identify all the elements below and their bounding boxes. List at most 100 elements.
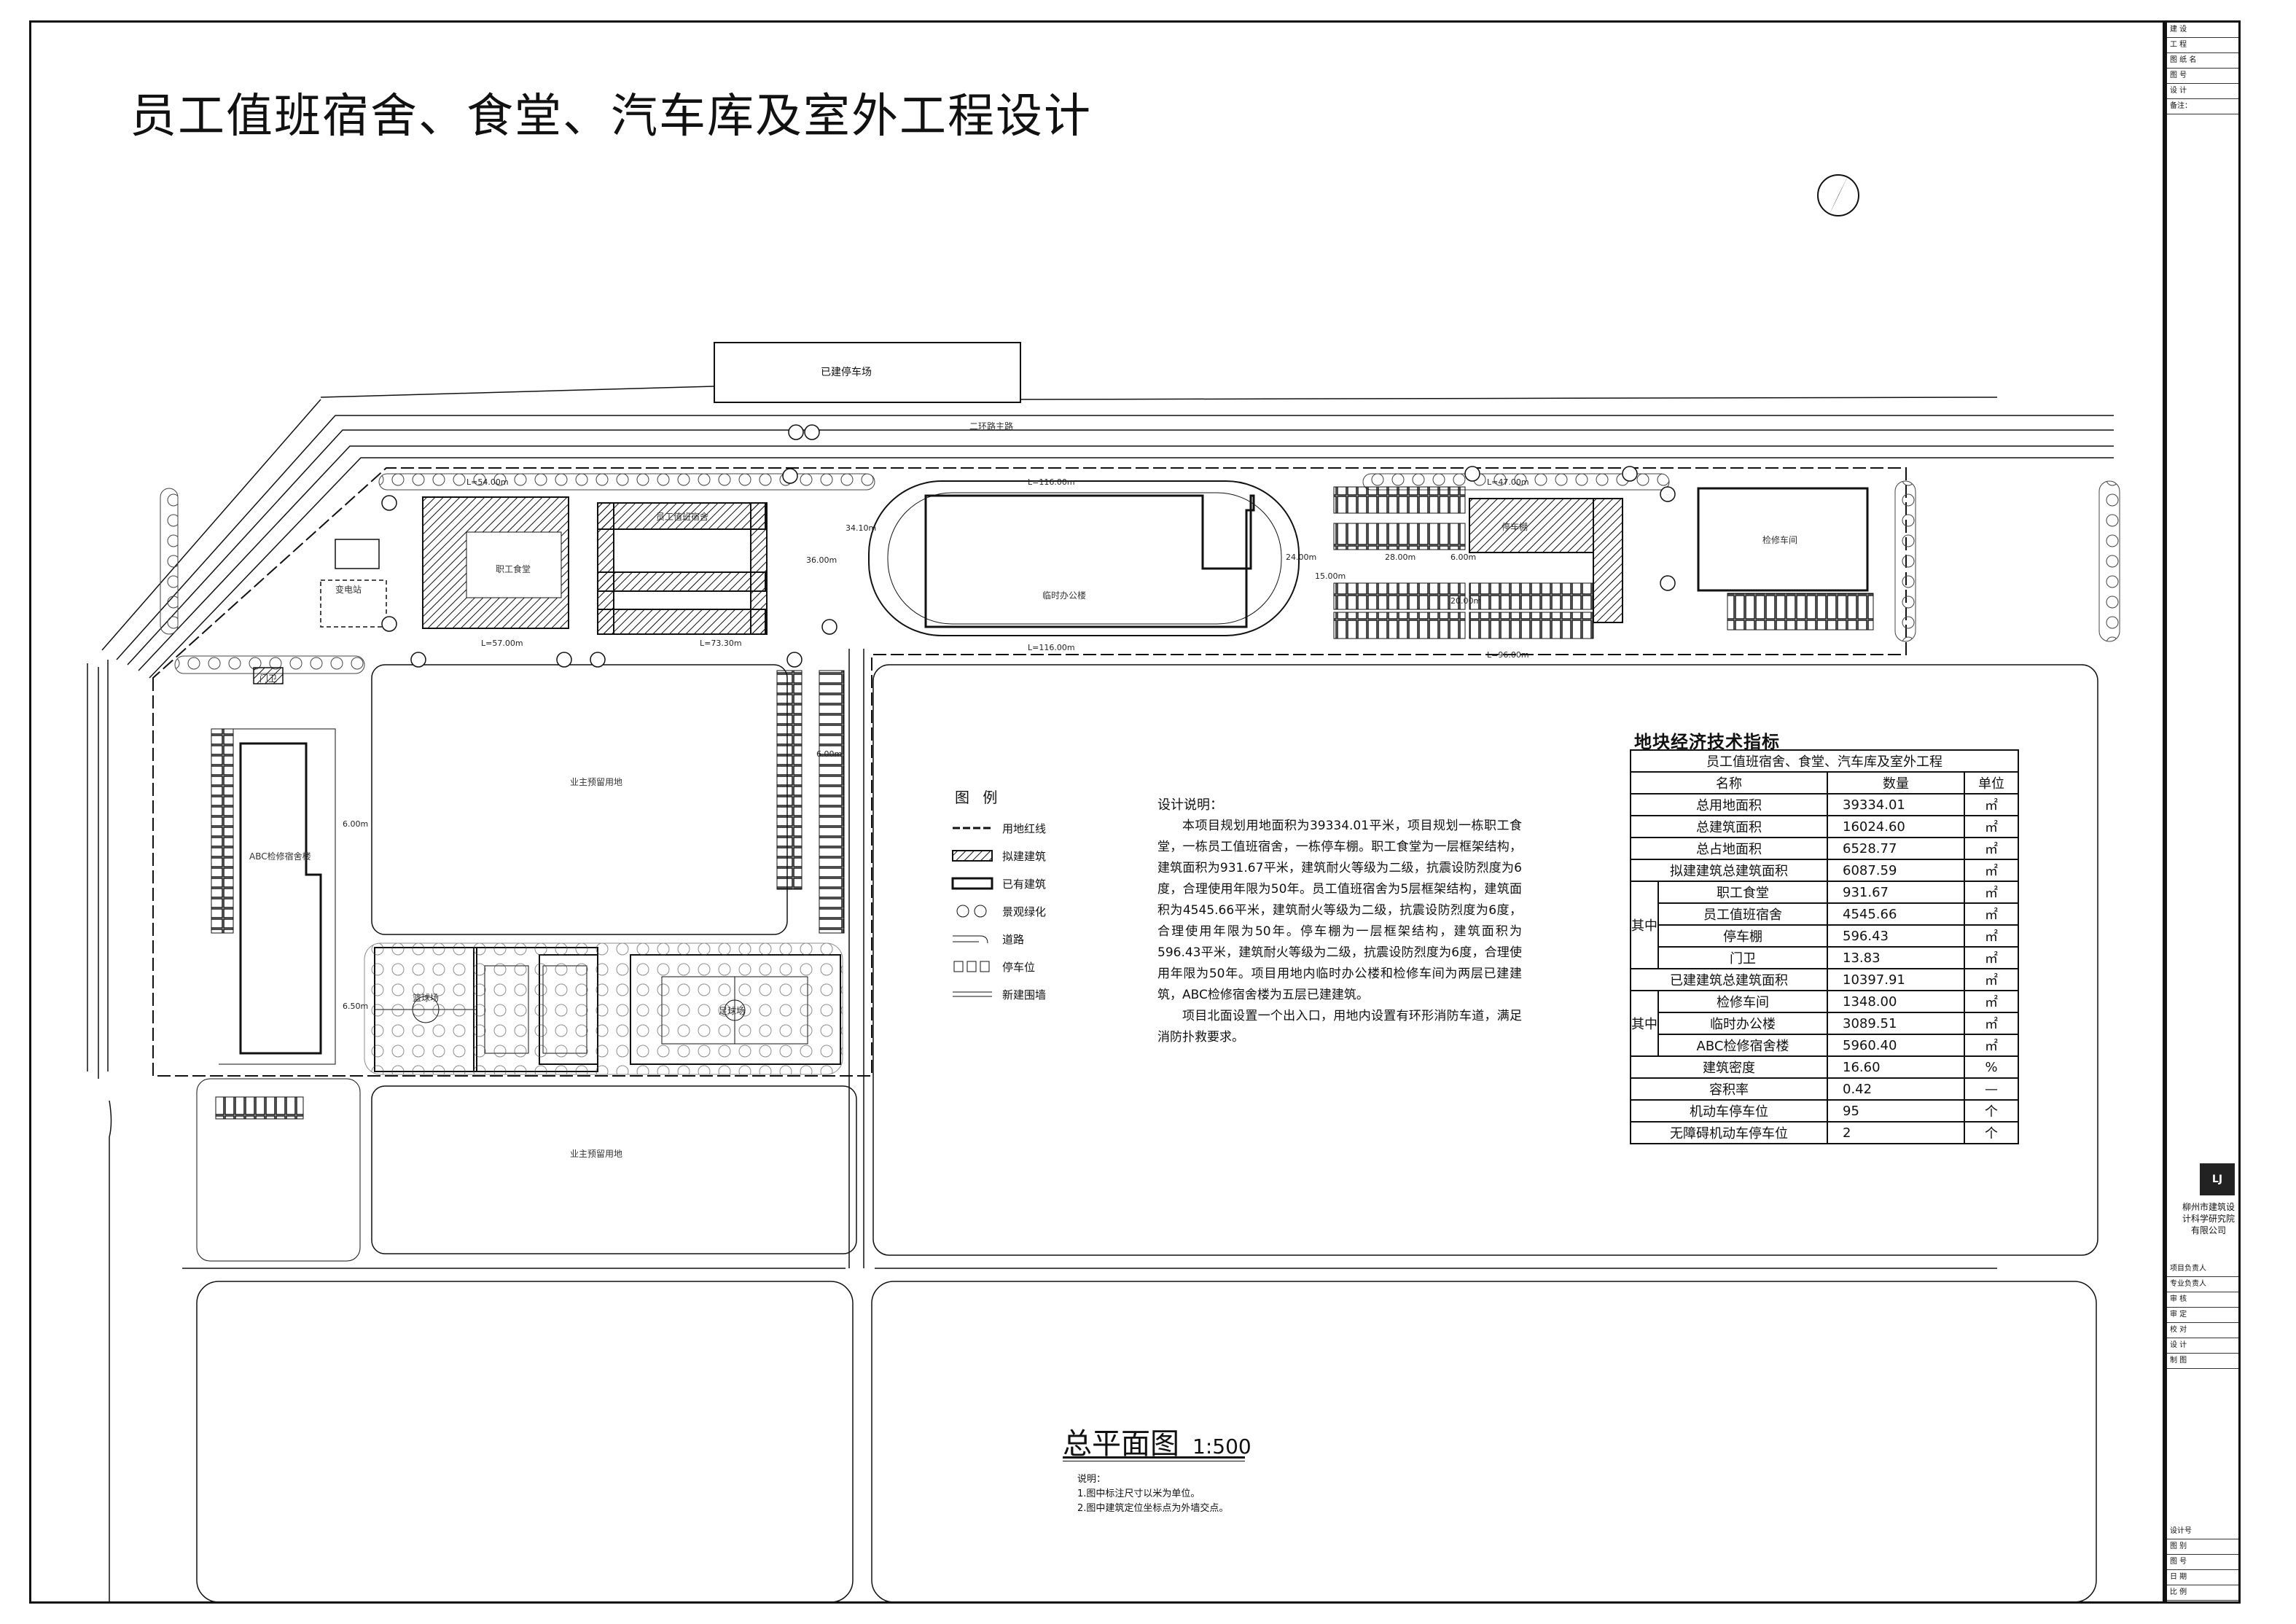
reserve-lot bbox=[196, 1281, 854, 1603]
basketball-label: 篮球场 bbox=[413, 993, 440, 1003]
table-row: 总建筑面积 16024.60 ㎡ bbox=[1630, 815, 2019, 838]
title-block-cell: 校 对 bbox=[2167, 1323, 2238, 1338]
design-notes-paragraph: 本项目规划用地面积为39334.01平米，项目规划一栋职工食堂，一栋员工值班宿舍… bbox=[1157, 819, 1522, 1002]
title-block-cell: 图 纸 名 bbox=[2167, 53, 2238, 69]
road-lines bbox=[87, 386, 2114, 1604]
green-belt bbox=[160, 488, 179, 635]
road-label: 二环路主路 bbox=[969, 421, 1014, 432]
legend-item: 用地红线 bbox=[951, 814, 1097, 842]
bottom-notes-line: 1.图中标注尺寸以米为单位。 bbox=[1077, 1488, 1200, 1499]
abc-dorm-label: ABC检修宿舍楼 bbox=[249, 851, 311, 862]
garage-building bbox=[1469, 498, 1594, 553]
green-belt bbox=[378, 473, 875, 491]
repair-hall-label: 检修车间 bbox=[1762, 535, 1798, 545]
table-row: 容积率 0.42 — bbox=[1630, 1077, 2019, 1101]
legend: 图 例 用地红线 拟建建筑 已有建筑 景观绿化 道路 停车位 新建围墙 bbox=[951, 786, 1097, 1008]
reserve-lot bbox=[371, 664, 788, 935]
plan-scale: 1:500 bbox=[1192, 1434, 1252, 1459]
econ-header: 单位 bbox=[1964, 771, 2019, 795]
reserve-lot bbox=[371, 1085, 857, 1254]
design-notes: 设计说明： 本项目规划用地面积为39334.01平米，项目规划一栋职工食堂，一栋… bbox=[1157, 795, 1522, 1048]
green-belt bbox=[2098, 480, 2120, 642]
title-block-cell: 审 定 bbox=[2167, 1308, 2238, 1323]
reserve-label-1: 业主预留用地 bbox=[570, 777, 623, 787]
dim-label: 28.00m bbox=[1385, 553, 1416, 562]
existing-parking-outline bbox=[714, 342, 1021, 403]
dim-label: 36.00m bbox=[806, 555, 837, 565]
table-row: 总占地面积 6528.77 ㎡ bbox=[1630, 837, 2019, 860]
dim-label: L=96.00m bbox=[1487, 650, 1529, 660]
legend-item: 已有建筑 bbox=[951, 870, 1097, 897]
legend-item: 停车位 bbox=[951, 953, 1097, 980]
table-row: 员工值班宿舍 4545.66 ㎡ bbox=[1631, 902, 2019, 926]
ring-road bbox=[868, 480, 1300, 636]
repair-hall-building bbox=[1697, 487, 1869, 592]
company-name: 柳州市建筑设计科学研究院有限公司 bbox=[2182, 1202, 2235, 1235]
company-logo: LJ bbox=[2200, 1163, 2235, 1195]
title-block-cell: 设 计 bbox=[2167, 84, 2238, 99]
dim-label: L=57.00m bbox=[481, 639, 523, 648]
dim-label: 34.10m bbox=[846, 523, 877, 533]
dim-label: 6.00m bbox=[343, 819, 369, 829]
redline-icon bbox=[953, 827, 992, 829]
bottom-notes-heading: 说明： bbox=[1077, 1474, 1106, 1485]
table-row: 停车棚 596.43 ㎡ bbox=[1631, 924, 2019, 948]
title-block-cell: 建 设 bbox=[2167, 23, 2238, 38]
table-row: 已建建筑总建筑面积 10397.91 ㎡ bbox=[1630, 968, 2019, 991]
plan-title-underline bbox=[1063, 1456, 1245, 1459]
design-notes-heading: 设计说明： bbox=[1157, 797, 1223, 813]
title-block-cell: 设计号 bbox=[2167, 1524, 2238, 1539]
temp-office-building bbox=[924, 494, 1255, 628]
table-row: 临时办公楼 3089.51 ㎡ bbox=[1631, 1012, 2019, 1035]
football-label: 足球场 bbox=[719, 1006, 746, 1016]
title-block-cell: 设 计 bbox=[2167, 1338, 2238, 1354]
title-block-cell: 日 期 bbox=[2167, 1570, 2238, 1585]
dormitory-building bbox=[597, 502, 768, 635]
drawing-title: 员工值班宿舍、食堂、汽车库及室外工程设计 bbox=[130, 90, 1092, 144]
site-redline bbox=[152, 467, 1907, 1077]
dim-label: L=54.00m bbox=[466, 477, 509, 487]
dim-label: L=116.00m bbox=[1028, 643, 1075, 652]
dim-label: 24.00m bbox=[1286, 553, 1317, 562]
title-block-cell: 制 图 bbox=[2167, 1354, 2238, 1369]
econ-header: 名称 bbox=[1630, 771, 1828, 795]
title-block-cell: 工 程 bbox=[2167, 38, 2238, 53]
legend-item: 拟建建筑 bbox=[951, 842, 1097, 870]
dim-label: 6.50m bbox=[343, 1002, 369, 1011]
table-row: 无障碍机动车停车位 2 个 bbox=[1630, 1121, 2019, 1144]
dim-label: L=47.00m bbox=[1487, 477, 1529, 487]
abc-dorm-building bbox=[239, 742, 322, 1055]
group-label: 其中 bbox=[1630, 881, 1659, 969]
table-row: 机动车停车位 95 个 bbox=[1630, 1099, 2019, 1123]
table-row: 建筑密度 16.60 % bbox=[1630, 1055, 2019, 1079]
dim-label: 6.00m bbox=[816, 749, 843, 759]
title-block-cell: 项目负责人 bbox=[2167, 1262, 2238, 1277]
econ-table-title: 地块经济技术指标 bbox=[1634, 732, 1780, 752]
dim-label: 6.00m bbox=[1450, 553, 1477, 562]
bottom-notes-line: 2.图中建筑定位坐标点为外墙交点。 bbox=[1077, 1503, 1229, 1514]
title-block-cell: 比 例 bbox=[2167, 1585, 2238, 1601]
title-block-cell: 备注： bbox=[2167, 99, 2238, 114]
parking-space-icon bbox=[953, 961, 990, 972]
existing-building-icon bbox=[951, 877, 993, 890]
reserve-lot bbox=[871, 1281, 2097, 1603]
legend-item: 新建围墙 bbox=[951, 980, 1097, 1008]
plan-title-text: 总平面图 bbox=[1063, 1427, 1179, 1461]
table-row: 门卫 13.83 ㎡ bbox=[1631, 946, 2019, 969]
legend-item: 景观绿化 bbox=[951, 897, 1097, 925]
dim-label: 15.00m bbox=[1315, 571, 1346, 581]
proposed-building-icon bbox=[952, 850, 993, 862]
reserve-lot bbox=[872, 664, 2098, 1256]
group-label: 其中 bbox=[1630, 990, 1659, 1057]
road-icon bbox=[953, 935, 988, 944]
parking-rows bbox=[1333, 486, 1466, 514]
econ-table: 员工值班宿舍、食堂、汽车库及室外工程 名称 数量 单位 总用地面积 39334.… bbox=[1630, 749, 2019, 1144]
title-block-cell: 审 核 bbox=[2167, 1292, 2238, 1308]
new-wall-icon bbox=[953, 991, 992, 997]
legend-heading: 图 例 bbox=[955, 789, 1002, 806]
econ-project-row: 员工值班宿舍、食堂、汽车库及室外工程 bbox=[1630, 749, 2019, 773]
table-row: 总用地面积 39334.01 ㎡ bbox=[1630, 793, 2019, 816]
landscape-icon bbox=[956, 905, 987, 918]
substation-label: 变电站 bbox=[335, 585, 362, 595]
